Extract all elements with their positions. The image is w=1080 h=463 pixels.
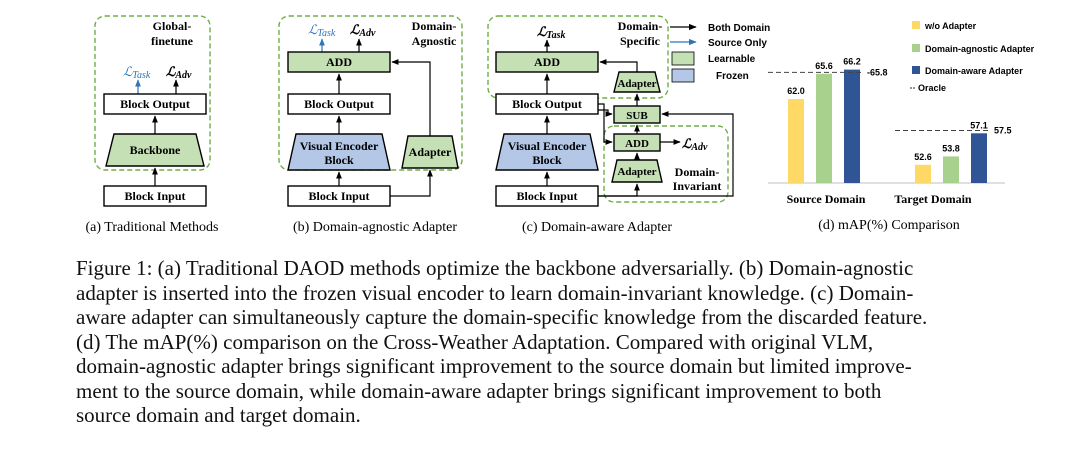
caption-line: Figure 1: (a) Traditional DAOD methods o… [76,256,914,280]
block-output-label: Block Output [304,97,374,111]
legend-frozen: Frozen [716,71,749,82]
backbone-label: Backbone [130,143,181,157]
legend-label: Domain-aware Adapter [925,66,1023,76]
panel-title-line-1: Domain- [412,19,457,33]
dashed-region-specific [487,15,669,99]
caption-line: ment to the source domain, while domain-… [76,378,882,403]
legend-source-only: Source Only [708,38,767,49]
panel-b: Domain- Agnostic ℒTask ℒAdv ADD Block Ou… [278,15,463,235]
panel-title-line-2: Specific [620,34,661,48]
x-tick-label: Target Domain [894,192,972,206]
caption-line: adapter is inserted into the frozen visu… [76,280,914,305]
panel-title-line-2: finetune [151,34,194,48]
caption-line: aware adapter can simultaneously capture… [76,305,928,329]
loss-adv: ℒAdv [166,64,192,81]
caption-line: source domain and target domain. [76,403,361,427]
add-inner-label: ADD [625,138,649,150]
legend-swatch-domain-aware [912,66,920,74]
add-top-label: ADD [534,55,560,69]
panel-caption: (c) Domain-aware Adapter [522,220,672,235]
block-output-box [103,93,207,115]
panel-c: Domain- Specific ℒTask ADD Block Output … [487,15,734,235]
visual-encoder-box [495,133,599,171]
adapter-invariant-label: Adapter [617,166,656,178]
caption-line: domain-agnostic adapter brings significa… [76,354,912,378]
panel-caption: (d) mAP(%) Comparison [818,218,960,233]
legend-both-domain: Both Domain [708,23,770,34]
panel-a: Global- finetune ℒTask ℒAdv Block Output… [86,15,219,235]
visual-encoder-label: Block [324,153,354,167]
bar-w-o-adapter [788,99,804,183]
adapter-box [401,135,459,169]
bar-domain-agnostic-adapter [816,73,832,183]
block-output-box [287,93,391,115]
loss-task: ℒTask [123,64,151,81]
legend-swatch-w-o-adapter [912,21,920,29]
bar-value-label: 53.8 [942,143,960,153]
adapter-specific-box [613,71,661,93]
invariant-title-line-1: Domain- [675,165,720,179]
figure-diagram: Global- finetune ℒTask ℒAdv Block Output… [86,15,1035,235]
dashed-region-invariant [603,125,729,203]
legend-swatch-domain-agnostic [912,44,920,52]
caption-line: (d) The mAP(%) comparison on the Cross-W… [76,329,874,354]
visual-encoder-label: Visual Encoder [300,139,379,153]
visual-encoder-box [287,133,391,171]
oracle-value-label: -65.8 [867,67,888,77]
bar-value-label: 57.1 [970,120,988,130]
x-tick-label: Source Domain [787,192,866,206]
oracle-value-label: 57.5 [994,126,1012,136]
block-input-label: Block Input [516,189,577,203]
legend-swatch-frozen [671,68,695,83]
adapter-label: Adapter [409,145,452,159]
block-output-label: Block Output [120,97,190,111]
legend-learnable: Learnable [708,54,756,65]
add-top-box [495,51,599,73]
loss-task: ℒTask [308,22,336,39]
add-label: ADD [326,55,352,69]
legend-label: Domain-agnostic Adapter [925,44,1035,54]
figure-caption: Figure 1: (a) Traditional DAOD methods o… [76,256,1056,428]
legend-label: Oracle [918,83,946,93]
bar-value-label: 65.6 [815,61,833,71]
legend-label: w/o Adapter [924,21,977,31]
invariant-title-line-2: Invariant [673,179,722,193]
panel-caption: (a) Traditional Methods [86,220,219,235]
add-box [287,51,391,73]
bar-value-label: 52.6 [914,152,932,162]
sub-label: SUB [626,110,648,122]
bar-domain-aware-adapter [971,133,987,183]
loss-task: ℒTask [537,24,565,41]
block-output-label: Block Output [512,97,582,111]
legend-swatch-learnable [671,51,695,66]
bar-domain-agnostic-adapter [943,156,959,183]
adapter-invariant-box [611,159,663,183]
panel-caption: (b) Domain-agnostic Adapter [293,220,457,235]
visual-encoder-label: Visual Encoder [508,139,587,153]
backbone-box [105,133,205,167]
panel-title-line-2: Agnostic [412,34,457,48]
adapter-specific-label: Adapter [617,78,656,90]
bar-value-label: 66.2 [843,57,861,67]
loss-adv: ℒAdv [682,136,708,153]
chart-legend: w/o Adapter Domain-agnostic Adapter Doma… [910,21,1035,93]
visual-encoder-label: Block [532,153,562,167]
block-input-label: Block Input [308,189,369,203]
panel-title-line-1: Domain- [618,19,663,33]
panel-title-line-1: Global- [153,19,192,33]
legend: Both Domain Source Only Learnable Frozen [670,23,770,83]
loss-adv: ℒAdv [350,22,376,39]
block-input-box [103,185,207,207]
bar-value-label: 62.0 [787,86,805,96]
block-input-label: Block Input [124,189,185,203]
bar-chart: -65.8 57.5 62.0 65.6 66.2 52.6 53.8 57.1 Sourc… [768,57,1012,233]
bar-domain-aware-adapter [844,69,860,183]
bar-w-o-adapter [915,164,931,183]
